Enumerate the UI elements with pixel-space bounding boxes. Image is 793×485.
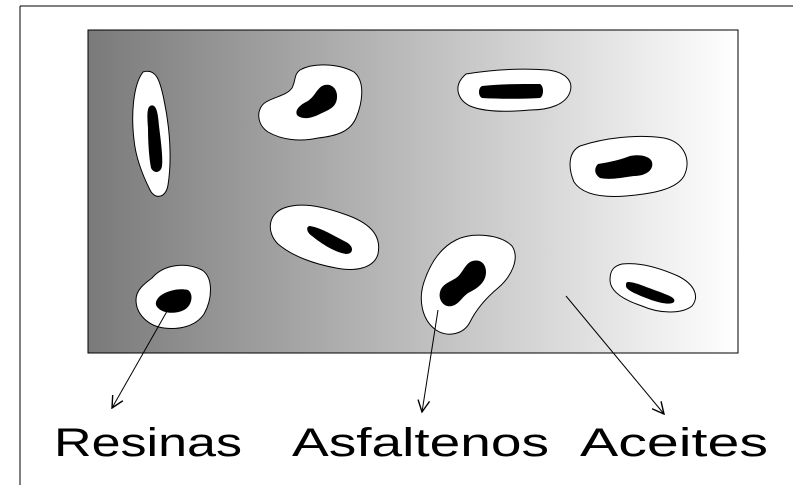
micelle [458, 69, 571, 111]
micelle [570, 136, 687, 196]
label-aceites: Aceites [580, 421, 768, 465]
label-asfaltenos: Asfaltenos [292, 421, 549, 465]
label-resinas: Resinas [54, 421, 242, 465]
asphaltene-core [479, 84, 543, 99]
